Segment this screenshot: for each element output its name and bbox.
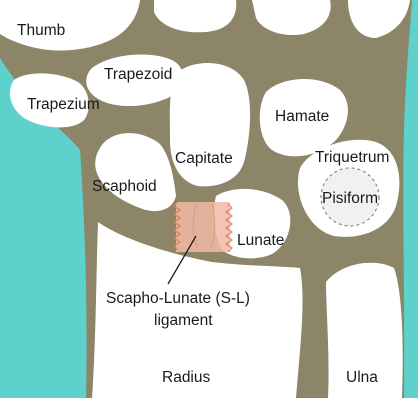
label-thumb: Thumb: [17, 22, 65, 39]
label-ulna: Ulna: [346, 369, 378, 386]
label-ligament-line2: ligament: [154, 312, 213, 329]
label-pisiform: Pisiform: [322, 190, 378, 207]
label-scaphoid: Scaphoid: [92, 178, 157, 195]
scapholunate-ligament: [174, 202, 232, 252]
label-triquetrum: Triquetrum: [315, 149, 389, 166]
label-radius: Radius: [162, 369, 210, 386]
label-hamate: Hamate: [275, 108, 329, 125]
label-capitate: Capitate: [175, 150, 233, 167]
label-trapezium: Trapezium: [27, 96, 100, 113]
label-lunate: Lunate: [237, 232, 284, 249]
label-trapezoid: Trapezoid: [104, 66, 172, 83]
capitate-bone: [170, 63, 250, 186]
label-ligament-line1: Scapho-Lunate (S-L): [106, 290, 250, 307]
